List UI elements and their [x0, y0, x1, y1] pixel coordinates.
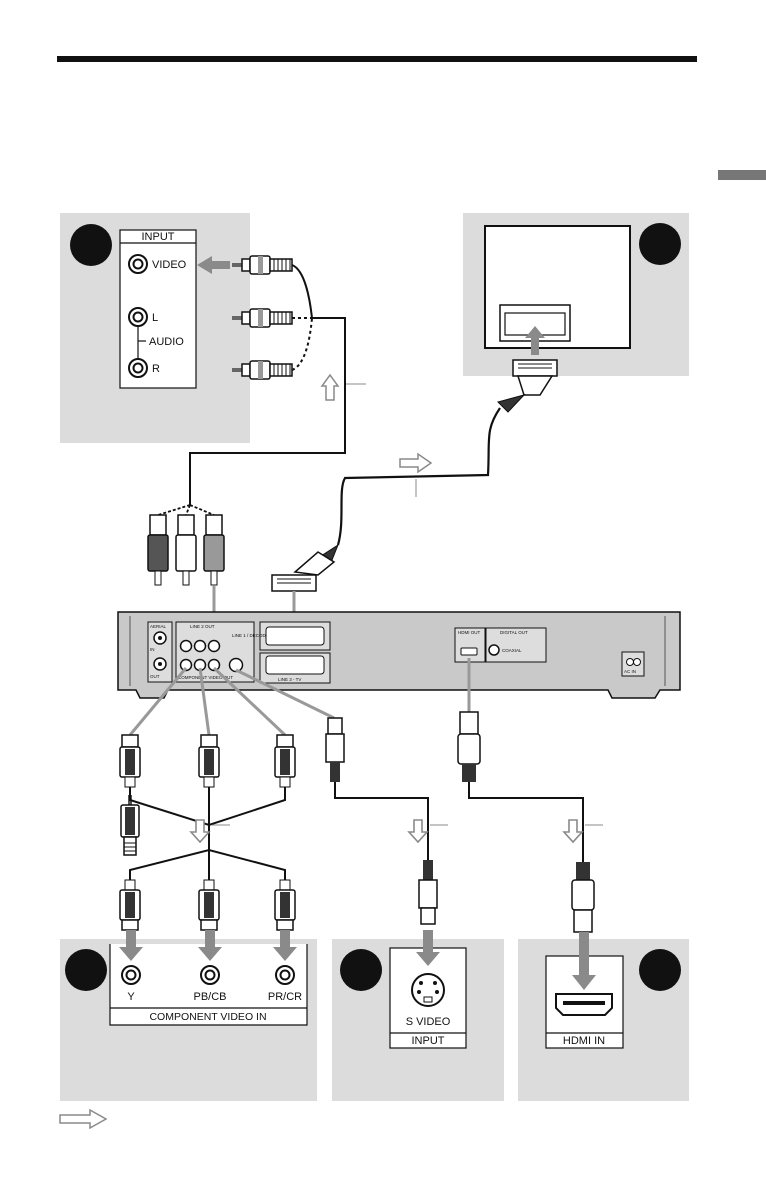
panel-e: HDMI IN: [518, 939, 689, 1101]
signal-flow-arrow-icon: [408, 819, 428, 843]
rca-plug-icon: [119, 879, 141, 931]
aerial-out-label: OUT: [150, 674, 160, 679]
video-jack-label: VIDEO: [152, 259, 187, 271]
component-cable: [129, 787, 286, 880]
y-jack: [121, 965, 141, 985]
recorder-rear-panel: AERIAL IN OUT LINE 2 OUT COMPONENT VIDEO…: [117, 611, 681, 699]
audio-r-jack: [128, 358, 148, 378]
scart-plug-icon: [271, 543, 340, 592]
bullet-circle-icon: [340, 949, 382, 991]
hdmi-plug-icon: [457, 711, 481, 782]
bullet-circle-icon: [70, 224, 112, 266]
input-header: INPUT: [142, 231, 175, 243]
title-rule: [57, 56, 697, 62]
s-video-cable: [334, 782, 429, 860]
signal-arrow-icon: [416, 930, 440, 966]
aerial-in-label: IN: [150, 647, 155, 652]
aerial-label: AERIAL: [150, 624, 167, 629]
hdmi-cable: [468, 782, 584, 862]
hdmi-in-label: HDMI IN: [563, 1035, 605, 1047]
component-out-label: COMPONENT VIDEO OUT: [178, 675, 233, 680]
panel-b: [463, 213, 689, 376]
scart-plug-icon: [497, 359, 558, 413]
audio-l-label: L: [152, 312, 158, 324]
panel-d: S VIDEO INPUT: [332, 939, 504, 1101]
line1-label: LINE 1 / DECODER: [232, 633, 273, 638]
audio-video-cable: [291, 264, 313, 319]
rca-plug-icon: [147, 514, 169, 586]
bullet-circle-icon: [639, 949, 681, 991]
scart-cable: [336, 407, 501, 546]
panel-a: INPUT VIDEO L AUDIO R: [60, 213, 250, 443]
signal-arrow-icon: [525, 326, 545, 355]
rca-plug-icon: [119, 734, 141, 788]
hdmi-plug-icon: [571, 862, 595, 933]
line2-out-label: LINE 2 OUT: [190, 624, 215, 629]
section-tab: [718, 170, 766, 180]
audio-r-label: R: [152, 363, 160, 375]
hdmi-out-label: HDMI OUT: [458, 630, 480, 635]
line3-label: LINE 3 - TV: [278, 677, 301, 682]
signal-arrow-icon: [119, 930, 143, 961]
rca-plug-icon: [120, 794, 140, 856]
digital-out-label: DIGITAL OUT: [500, 630, 528, 635]
audio-label: AUDIO: [149, 336, 184, 348]
rca-plug-icon: [198, 879, 220, 931]
signal-flow-arrow-icon: [563, 819, 583, 843]
signal-arrow-icon: [572, 932, 596, 990]
ac-in-label: AC IN: [624, 669, 636, 674]
rca-plug-icon: [274, 879, 296, 931]
jack-pb-label: PB/CB: [193, 991, 226, 1003]
bullet-circle-icon: [65, 949, 107, 991]
signal-flow-legend-icon: [59, 1108, 108, 1130]
audio-l-jack: [128, 307, 148, 327]
rca-plug-icon: [175, 514, 197, 586]
bullet-circle-icon: [639, 223, 681, 265]
rca-plug-icon: [203, 514, 225, 586]
signal-arrow-icon: [197, 256, 230, 274]
signal-flow-arrow-icon: [320, 373, 340, 401]
signal-arrow-icon: [198, 930, 222, 961]
s-video-input-label: INPUT: [412, 1035, 445, 1047]
s-video-plug-icon: [325, 717, 345, 782]
signal-arrow-icon: [273, 930, 297, 961]
jack-y-label: Y: [127, 991, 135, 1003]
pb-jack: [200, 965, 220, 985]
jack-pr-label: PR/CR: [268, 991, 302, 1003]
s-video-label: S VIDEO: [406, 1016, 451, 1028]
rca-plug-icon: [274, 734, 296, 788]
pr-jack: [275, 965, 295, 985]
signal-flow-arrow-icon: [399, 452, 433, 474]
component-in-label: COMPONENT VIDEO IN: [149, 1011, 266, 1023]
panel-c: Y PB/CB PR/CR COMPONENT VIDEO IN: [60, 939, 317, 1101]
s-video-plug-icon: [418, 860, 438, 925]
video-jack: [128, 254, 148, 274]
rca-plug-icon: [198, 734, 220, 788]
coaxial-label: COAXIAL: [502, 648, 522, 653]
